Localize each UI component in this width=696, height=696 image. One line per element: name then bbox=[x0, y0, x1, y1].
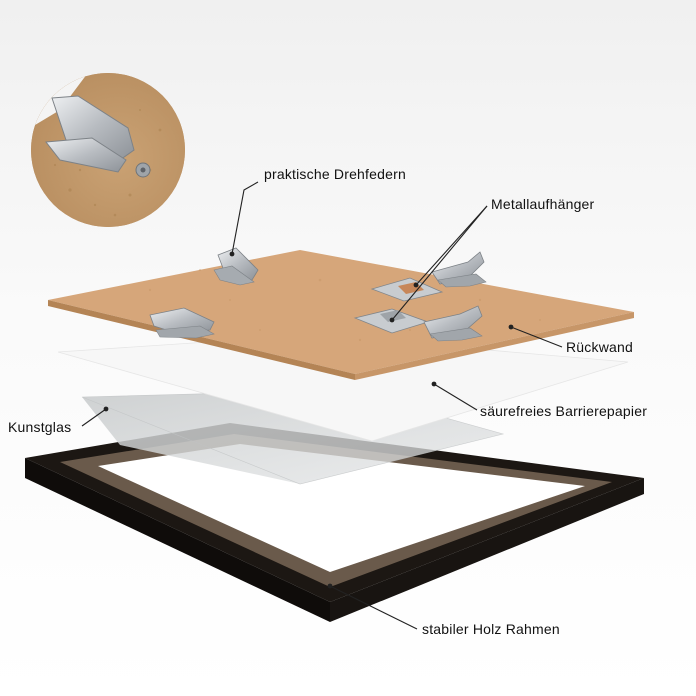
leader-dots bbox=[103, 251, 514, 589]
label-rueckwand: Rückwand bbox=[566, 339, 633, 355]
turn-spring-left bbox=[149, 307, 215, 339]
label-metallaufhaenger: Metallaufhänger bbox=[491, 196, 595, 212]
leader-lines bbox=[81, 181, 563, 630]
label-barrierepapier: säurefreies Barrierepapier bbox=[480, 403, 648, 419]
label-holz-rahmen: stabiler Holz Rahmen bbox=[422, 621, 560, 637]
metal-clip-icon bbox=[45, 95, 151, 178]
wood-frame bbox=[25, 423, 644, 622]
turn-spring-right bbox=[423, 305, 483, 342]
label-kunstglas: Kunstglas bbox=[8, 419, 72, 435]
turn-spring-right-top bbox=[431, 251, 487, 288]
detail-inset bbox=[31, 73, 185, 227]
backboard bbox=[48, 250, 634, 380]
label-drehfedern: praktische Drehfedern bbox=[264, 166, 406, 182]
